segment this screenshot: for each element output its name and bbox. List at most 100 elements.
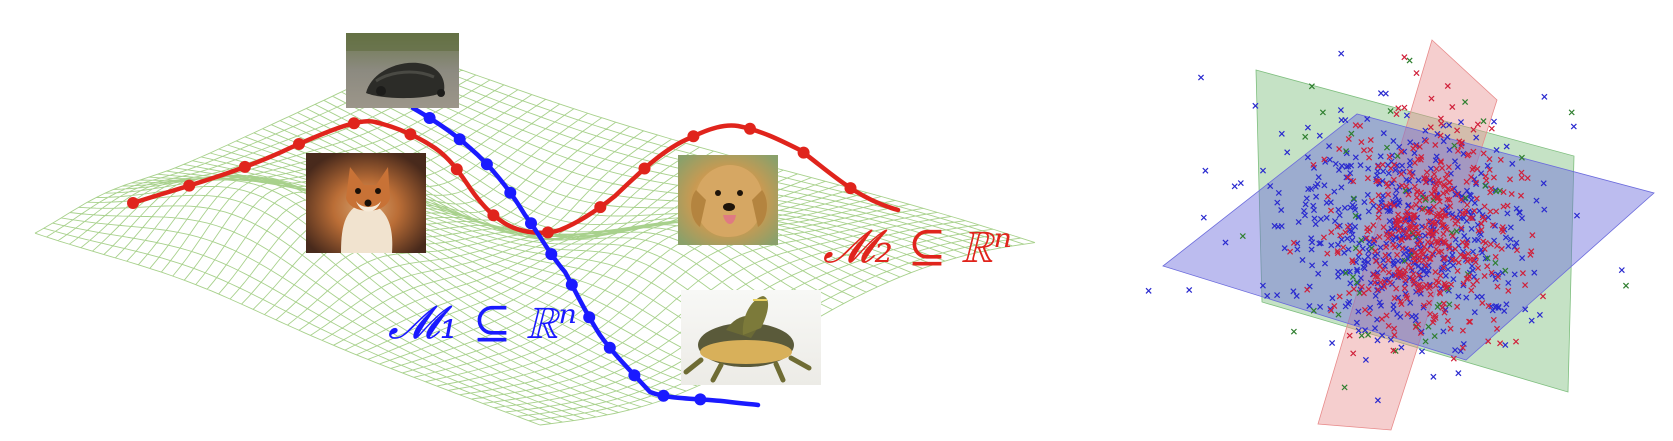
point-blue	[1347, 204, 1354, 211]
point-blue	[1541, 93, 1548, 100]
point-red	[1415, 272, 1422, 279]
point-blue	[1440, 328, 1447, 335]
point-blue	[1317, 216, 1324, 223]
point-green	[1502, 267, 1509, 274]
point-blue	[1306, 302, 1313, 310]
point-red	[1488, 269, 1495, 276]
point-blue	[1531, 269, 1538, 276]
point-green	[1422, 338, 1429, 345]
point-blue	[1371, 325, 1379, 332]
point-red	[1454, 303, 1461, 310]
point-red	[1487, 241, 1494, 248]
point-red	[1427, 291, 1434, 298]
point-blue	[1347, 280, 1354, 287]
sample-point	[744, 122, 756, 135]
point-red	[1344, 223, 1351, 230]
point-blue	[1396, 143, 1403, 150]
point-blue	[1522, 306, 1529, 313]
point-blue	[1446, 146, 1453, 153]
point-red	[1398, 236, 1405, 243]
point-blue	[1502, 234, 1509, 241]
sample-point	[541, 226, 554, 239]
point-green	[1431, 333, 1438, 340]
point-red	[1387, 200, 1394, 207]
point-blue	[1426, 177, 1433, 184]
point-blue	[1355, 254, 1362, 261]
point-blue	[1348, 162, 1355, 169]
sample-point	[127, 197, 139, 209]
point-green	[1446, 301, 1453, 308]
point-blue	[1237, 180, 1244, 187]
point-red	[1372, 248, 1379, 255]
point-blue	[1452, 347, 1459, 354]
point-blue	[1365, 165, 1372, 172]
point-red	[1471, 207, 1478, 214]
point-blue	[1504, 210, 1511, 217]
point-blue	[1507, 224, 1514, 231]
sample-point	[293, 138, 305, 150]
golden-retriever-photo	[678, 155, 778, 245]
data-points	[1145, 50, 1630, 404]
point-red	[1518, 169, 1525, 176]
point-red	[1385, 322, 1392, 329]
point-blue	[1321, 182, 1328, 189]
point-red	[1506, 176, 1514, 183]
point-red	[1492, 253, 1499, 260]
point-blue	[1540, 180, 1547, 187]
point-blue	[1412, 312, 1419, 319]
point-red	[1383, 312, 1390, 319]
point-blue	[1455, 370, 1462, 377]
point-red	[1422, 262, 1429, 269]
point-red	[1391, 202, 1398, 209]
point-red	[1464, 258, 1471, 265]
point-blue	[1335, 273, 1342, 280]
point-blue	[1454, 163, 1461, 171]
point-red	[1422, 194, 1429, 202]
point-blue	[1377, 153, 1384, 160]
point-red	[1412, 324, 1419, 331]
point-red	[1400, 272, 1407, 279]
point-blue	[1314, 180, 1321, 188]
point-red	[1490, 174, 1497, 181]
point-red	[1446, 196, 1453, 203]
point-blue	[1308, 235, 1315, 242]
point-red	[1342, 229, 1349, 236]
manifold-1-curve	[410, 105, 761, 408]
point-green	[1350, 195, 1357, 202]
point-red	[1370, 237, 1378, 244]
sample-point	[504, 186, 517, 199]
point-red	[1527, 251, 1534, 258]
point-red	[1411, 211, 1418, 219]
point-blue	[1329, 295, 1336, 302]
point-red	[1404, 233, 1411, 240]
point-red	[1395, 211, 1402, 218]
point-red	[1427, 310, 1434, 318]
point-blue	[1354, 268, 1361, 275]
point-red	[1480, 238, 1487, 245]
point-red	[1464, 201, 1471, 208]
point-red	[1432, 268, 1439, 276]
intersecting-planes	[1145, 39, 1655, 431]
point-red	[1494, 273, 1502, 280]
point-red	[1379, 161, 1386, 168]
point-blue	[1420, 304, 1427, 311]
point-red	[1512, 338, 1520, 345]
point-red	[1324, 250, 1331, 257]
point-red	[1446, 179, 1453, 186]
point-blue	[1469, 267, 1476, 274]
point-red	[1385, 257, 1392, 264]
point-blue	[1295, 218, 1302, 226]
point-green	[1422, 196, 1429, 203]
point-red	[1380, 266, 1387, 273]
point-red	[1443, 189, 1450, 196]
point-red	[1427, 283, 1434, 290]
point-red	[1472, 253, 1479, 260]
point-red	[1428, 95, 1435, 102]
point-blue	[1398, 344, 1405, 351]
point-blue	[1479, 249, 1486, 256]
point-red	[1417, 189, 1425, 196]
point-red	[1466, 318, 1473, 325]
point-red	[1494, 242, 1501, 249]
point-blue	[1463, 187, 1471, 194]
point-green	[1358, 237, 1365, 244]
